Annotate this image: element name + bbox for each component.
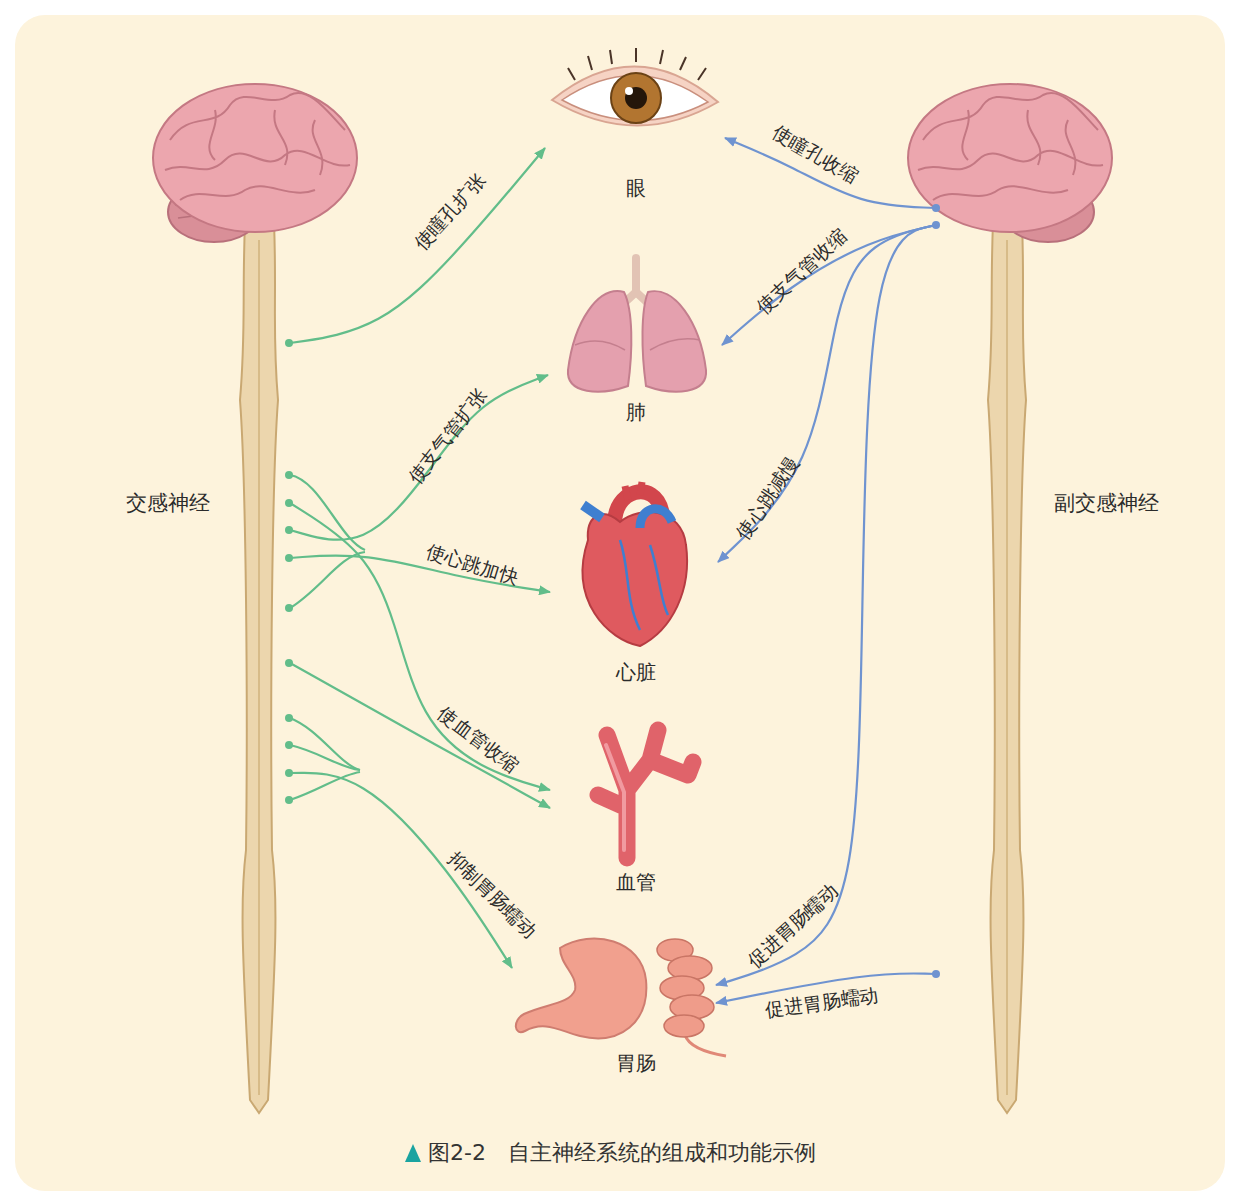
organ-box: 心脏 [550, 480, 718, 688]
brain-spinal-cord [908, 84, 1112, 1113]
nerve-start-dot [285, 714, 293, 722]
blood-vessel-illustration [598, 730, 693, 858]
nerve-start-dot [285, 796, 293, 804]
nerve-start-dot [932, 204, 940, 212]
blood-vessel-illustration [598, 730, 693, 858]
node-label: 胃肠 [616, 1050, 656, 1077]
eye-illustration [552, 66, 718, 125]
caption-triangle [405, 1144, 421, 1162]
nerve-system-label: 副交感神经 [936, 85, 1176, 1115]
heart-illustration [583, 482, 687, 646]
brain-spinal-cord [240, 222, 278, 1113]
node-label: 眼 [626, 175, 646, 202]
nerve-start-dot [285, 769, 293, 777]
nerve-start-dot [285, 499, 293, 507]
nerve-pathway-arrow [290, 663, 550, 808]
brain-spinal-cord [1006, 240, 1008, 1095]
nerve-start-dot [285, 741, 293, 749]
brain-spinal-cord [988, 222, 1026, 1113]
heart-illustration [620, 540, 668, 630]
lung-illustration [575, 339, 700, 350]
nerve-start-dot [932, 221, 940, 229]
heart-illustration [583, 505, 602, 518]
node-label: 心脏 [616, 659, 656, 686]
organ-box: 肺 [548, 255, 722, 427]
nerve-branch-stub [290, 552, 365, 608]
nerve-branch-stub [290, 745, 360, 770]
node-label: 交感神经 [126, 489, 210, 517]
nerve-system-label: 交感神经 [120, 85, 290, 1115]
nerve-branch-stub [290, 475, 365, 550]
organ-box: 胃肠 [512, 925, 716, 1080]
nerve-start-dot [285, 471, 293, 479]
nerve-branch-stub [290, 772, 360, 800]
lung-illustration [568, 258, 706, 392]
nerve-branch-stub [290, 718, 360, 770]
nerve-pathway-arrow [290, 148, 545, 343]
stomach-intestine-illustration [664, 1015, 704, 1037]
brain-spinal-cord [153, 84, 357, 232]
eye-illustration [625, 87, 633, 95]
eye-illustration [552, 48, 718, 126]
eye-illustration [568, 48, 706, 80]
node-label: 肺 [626, 399, 646, 426]
eye-illustration [611, 73, 661, 123]
nerve-pathway-arrow [718, 225, 936, 562]
node-label: 血管 [616, 869, 656, 896]
brain-spinal-cord [258, 240, 260, 1095]
organ-box: 血管 [550, 718, 700, 898]
organ-box: 眼 [545, 55, 725, 203]
figure-caption: 图2-2 自主神经系统的组成和功能示例 [428, 1138, 816, 1168]
nerve-start-dot [932, 204, 940, 978]
nerve-start-dot [285, 339, 293, 804]
eye-illustration [625, 87, 647, 109]
brain-spinal-cord [918, 93, 1103, 200]
nerve-start-dot [932, 970, 940, 978]
nerve-pathway-arrow [290, 375, 548, 540]
node-label: 副交感神经 [1054, 489, 1159, 517]
brain-spinal-cord [153, 84, 357, 1113]
nerve-start-dot [285, 554, 293, 562]
stomach-intestine-illustration [516, 938, 726, 1056]
heart-illustration [640, 509, 672, 528]
nerve-start-dot [285, 339, 293, 347]
stomach-intestine-illustration [516, 938, 647, 1038]
nerve-pathway-arrow [290, 503, 550, 790]
heart-illustration [625, 482, 642, 500]
nerve-start-dot [285, 526, 293, 534]
brain-spinal-cord [908, 84, 1112, 232]
heart-illustration [583, 512, 687, 646]
lung-illustration [642, 291, 706, 392]
background-panel [15, 15, 1225, 1191]
nerve-start-dot [285, 604, 293, 612]
blood-vessel-illustration [606, 745, 624, 850]
brain-spinal-cord [165, 93, 350, 200]
nerve-pathway-arrow [716, 225, 936, 985]
nerve-branch-stub [290, 475, 365, 800]
nerve-start-dot [285, 659, 293, 667]
